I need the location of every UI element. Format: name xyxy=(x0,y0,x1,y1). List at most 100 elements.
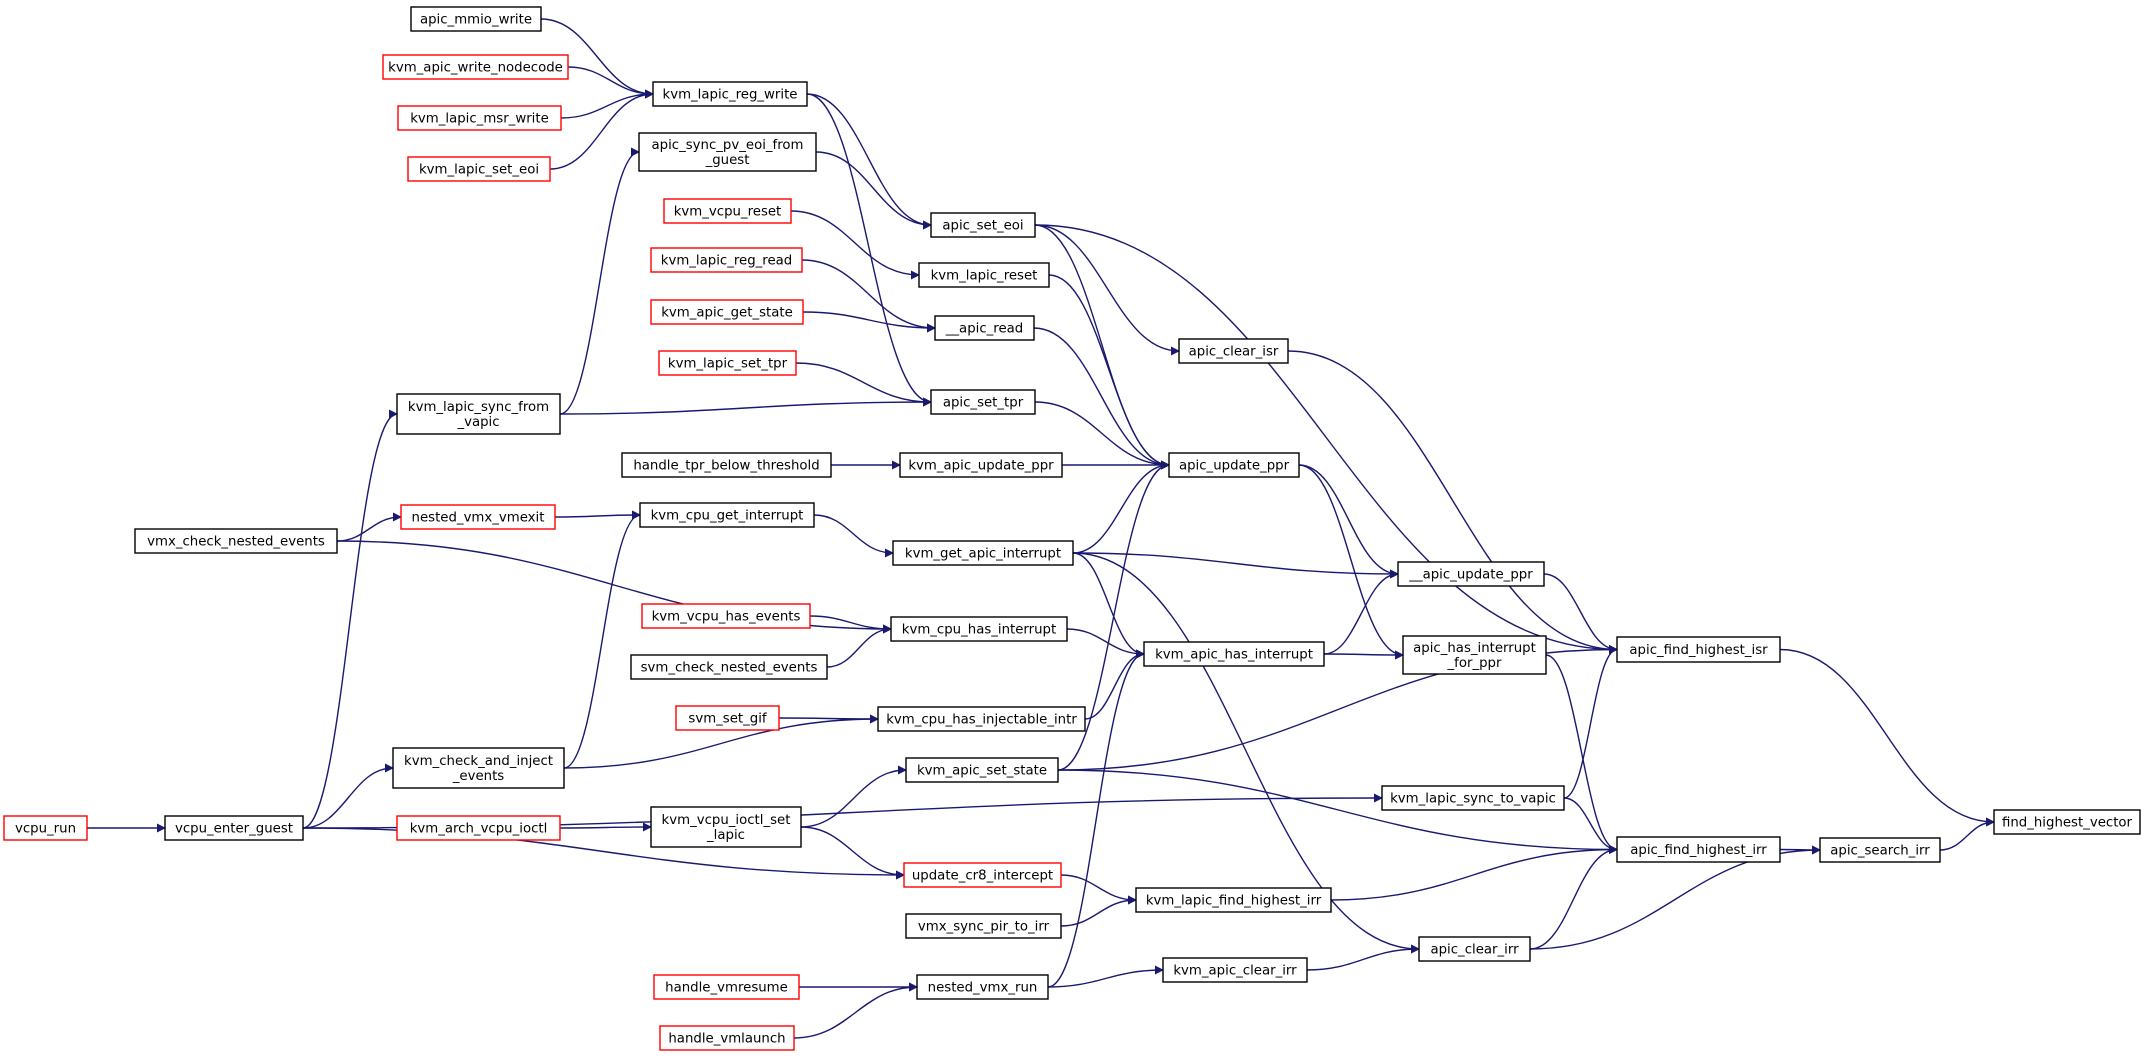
node-label: apic_sync_pv_eoi_from xyxy=(652,138,804,153)
node-box xyxy=(1616,636,1781,663)
node-box xyxy=(903,862,1062,888)
node-label: __apic_update_ppr xyxy=(1408,568,1533,583)
node-box xyxy=(400,504,556,530)
edge-kvm_lapic_msr_write-to-kvm_lapic_reg_write xyxy=(560,89,654,119)
node-nested_vmx_vmexit[interactable]: nested_vmx_vmexit xyxy=(400,504,556,530)
node-kvm_lapic_reg_write[interactable]: kvm_lapic_reg_write xyxy=(652,81,808,107)
node-label: kvm_apic_clear_irr xyxy=(1173,964,1297,979)
node-vcpu_run[interactable]: vcpu_run xyxy=(3,815,88,841)
node-box xyxy=(134,528,338,554)
node-box xyxy=(658,350,797,376)
node-kvm_vcpu_reset[interactable]: kvm_vcpu_reset xyxy=(663,198,792,224)
node-kvm_lapic_sync_to_vapic[interactable]: kvm_lapic_sync_to_vapic xyxy=(1381,785,1565,811)
edge-kvm_lapic_set_eoi-to-kvm_lapic_reg_write xyxy=(549,89,654,170)
node-kvm_lapic_sync_from_vapic[interactable]: kvm_lapic_sync_from_vapic xyxy=(396,393,561,435)
node-kvm_lapic_reset[interactable]: kvm_lapic_reset xyxy=(918,262,1050,288)
edge-nested_vmx_vmexit-to-kvm_cpu_get_interrupt xyxy=(554,510,641,520)
node-label: kvm_vcpu_reset xyxy=(674,205,782,220)
edge-kvm_cpu_get_interrupt-to-kvm_get_apic_interrupt xyxy=(813,514,894,558)
node-apic_search_irr[interactable]: apic_search_irr xyxy=(1819,837,1941,863)
node-kvm_cpu_has_injectable_intr[interactable]: kvm_cpu_has_injectable_intr xyxy=(877,706,1086,732)
node-kvm_lapic_reg_read[interactable]: kvm_lapic_reg_read xyxy=(650,247,803,273)
node-box xyxy=(930,389,1036,415)
edge-__apic_read-to-apic_update_ppr xyxy=(1033,327,1170,470)
node-vmx_check_nested_events[interactable]: vmx_check_nested_events xyxy=(134,528,338,554)
node-label: _lapic xyxy=(706,828,745,843)
edge-kvm_apic_set_state-to-apic_find_highest_irr xyxy=(1057,769,1618,854)
node-kvm_vcpu_ioctl_set_lapic[interactable]: kvm_vcpu_ioctl_set_lapic xyxy=(650,806,802,848)
node-box xyxy=(905,913,1062,939)
node-handle_vmresume[interactable]: handle_vmresume xyxy=(653,974,800,1000)
node-kvm_apic_get_state[interactable]: kvm_apic_get_state xyxy=(650,299,804,325)
node-svm_set_gif[interactable]: svm_set_gif xyxy=(675,705,780,731)
node-handle_vmlaunch[interactable]: handle_vmlaunch xyxy=(659,1025,795,1051)
node-apic_clear_irr[interactable]: apic_clear_irr xyxy=(1418,936,1531,962)
edge-kvm_lapic_sync_to_vapic-to-apic_find_highest_irr xyxy=(1563,797,1618,854)
node-label: kvm_get_apic_interrupt xyxy=(905,547,1061,562)
node-apic_set_eoi[interactable]: apic_set_eoi xyxy=(930,212,1036,238)
node-box xyxy=(382,54,569,80)
node-label: find_highest_vector xyxy=(2002,816,2133,831)
node-box xyxy=(659,1025,795,1051)
node-kvm_get_apic_interrupt[interactable]: kvm_get_apic_interrupt xyxy=(892,540,1074,566)
node-box xyxy=(621,452,832,478)
edge-apic_sync_pv_eoi_from_guest-to-apic_set_eoi xyxy=(815,151,932,230)
edge-vmx_sync_pir_to_irr-to-kvm_lapic_find_highest_irr xyxy=(1060,895,1137,927)
node-find_highest_vector[interactable]: find_highest_vector xyxy=(1993,809,2141,835)
edge-kvm_check_and_inject_events-to-kvm_cpu_get_interrupt xyxy=(563,510,641,769)
node-box xyxy=(396,393,561,435)
node-box xyxy=(392,747,565,789)
node-label: apic_set_eoi xyxy=(942,219,1023,234)
node-apic_sync_pv_eoi_from_guest[interactable]: apic_sync_pv_eoi_from_guest xyxy=(638,132,817,172)
node-__apic_read[interactable]: __apic_read xyxy=(934,315,1035,341)
node-kvm_apic_update_ppr[interactable]: kvm_apic_update_ppr xyxy=(899,452,1063,478)
node-apic_set_tpr[interactable]: apic_set_tpr xyxy=(930,389,1036,415)
node-box xyxy=(1162,957,1308,983)
node-vmx_sync_pir_to_irr[interactable]: vmx_sync_pir_to_irr xyxy=(905,913,1062,939)
node-apic_update_ppr[interactable]: apic_update_ppr xyxy=(1168,452,1300,478)
node-apic_has_interrupt_for_ppr[interactable]: apic_has_interrupt_for_ppr xyxy=(1402,635,1547,675)
node-handle_tpr_below_threshold[interactable]: handle_tpr_below_threshold xyxy=(621,452,832,478)
node-kvm_apic_set_state[interactable]: kvm_apic_set_state xyxy=(905,757,1059,783)
node-__apic_update_ppr[interactable]: __apic_update_ppr xyxy=(1397,561,1545,587)
edge-vcpu_enter_guest-to-update_cr8_intercept xyxy=(302,827,905,880)
node-kvm_apic_write_nodecode[interactable]: kvm_apic_write_nodecode xyxy=(382,54,569,80)
edge-apic_set_eoi-to-apic_update_ppr xyxy=(1034,224,1170,470)
edge-vmx_check_nested_events-to-nested_vmx_vmexit xyxy=(336,512,402,542)
node-kvm_cpu_get_interrupt[interactable]: kvm_cpu_get_interrupt xyxy=(639,502,815,528)
node-box xyxy=(892,540,1074,566)
node-box xyxy=(650,299,804,325)
node-kvm_apic_has_interrupt[interactable]: kvm_apic_has_interrupt xyxy=(1143,641,1325,667)
edge-kvm_apic_clear_irr-to-apic_clear_irr xyxy=(1306,944,1420,971)
node-svm_check_nested_events[interactable]: svm_check_nested_events xyxy=(630,654,828,680)
node-apic_mmio_write[interactable]: apic_mmio_write xyxy=(410,6,542,32)
node-apic_clear_isr[interactable]: apic_clear_isr xyxy=(1178,338,1289,364)
node-kvm_arch_vcpu_ioctl[interactable]: kvm_arch_vcpu_ioctl xyxy=(396,815,561,841)
node-kvm_lapic_find_highest_irr[interactable]: kvm_lapic_find_highest_irr xyxy=(1135,887,1332,913)
node-box xyxy=(1397,561,1545,587)
node-label: kvm_apic_has_interrupt xyxy=(1155,648,1313,663)
node-kvm_cpu_has_interrupt[interactable]: kvm_cpu_has_interrupt xyxy=(890,616,1068,642)
node-apic_find_highest_isr[interactable]: apic_find_highest_isr xyxy=(1616,636,1781,663)
node-kvm_apic_clear_irr[interactable]: kvm_apic_clear_irr xyxy=(1162,957,1308,983)
node-kvm_check_and_inject_events[interactable]: kvm_check_and_inject_events xyxy=(392,747,565,789)
node-kvm_lapic_set_tpr[interactable]: kvm_lapic_set_tpr xyxy=(658,350,797,376)
node-label: nested_vmx_vmexit xyxy=(412,511,545,526)
node-update_cr8_intercept[interactable]: update_cr8_intercept xyxy=(903,862,1062,888)
node-box xyxy=(1143,641,1325,667)
edge-kvm_check_and_inject_events-to-kvm_cpu_has_injectable_intr xyxy=(563,714,879,769)
node-apic_find_highest_irr[interactable]: apic_find_highest_irr xyxy=(1616,836,1781,863)
node-label: svm_check_nested_events xyxy=(641,661,818,676)
node-kvm_lapic_msr_write[interactable]: kvm_lapic_msr_write xyxy=(397,105,562,131)
node-label: kvm_cpu_get_interrupt xyxy=(651,509,804,524)
node-kvm_lapic_set_eoi[interactable]: kvm_lapic_set_eoi xyxy=(407,156,551,182)
node-nested_vmx_run[interactable]: nested_vmx_run xyxy=(916,974,1049,1000)
edge-apic_update_ppr-to-__apic_update_ppr xyxy=(1298,464,1399,579)
node-label: apic_clear_isr xyxy=(1189,345,1279,360)
node-kvm_vcpu_has_events[interactable]: kvm_vcpu_has_events xyxy=(641,603,811,629)
node-box xyxy=(164,815,304,841)
edge-kvm_lapic_sync_to_vapic-to-apic_find_highest_isr xyxy=(1563,645,1618,799)
node-box xyxy=(407,156,551,182)
node-vcpu_enter_guest[interactable]: vcpu_enter_guest xyxy=(164,815,304,841)
node-label: apic_search_irr xyxy=(1830,844,1930,859)
